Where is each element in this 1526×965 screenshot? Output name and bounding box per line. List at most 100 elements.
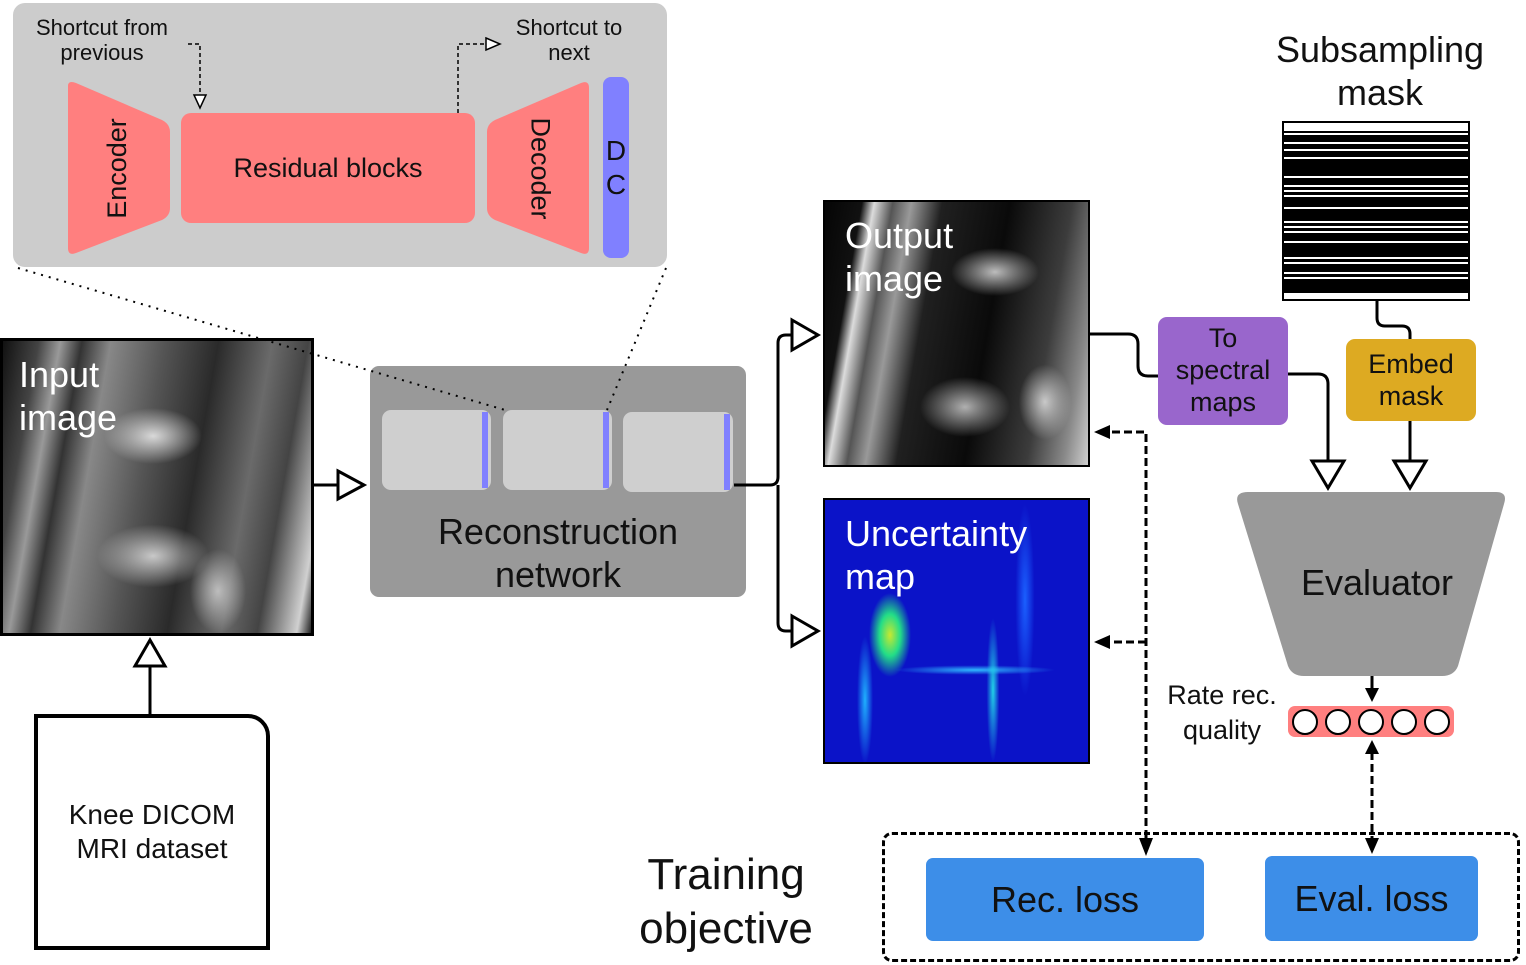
eval-loss-text: Eval. loss — [1294, 877, 1449, 919]
spectral-line3: maps — [1189, 386, 1257, 417]
residual-blocks-box: Residual blocks — [181, 113, 475, 223]
spectral-line2: spectral — [1175, 355, 1271, 386]
encoder-label: Encoder — [62, 80, 172, 256]
rating-scale — [1288, 706, 1454, 737]
rec-loss-text: Rec. loss — [990, 878, 1140, 920]
output-to-spectral-wire — [1088, 332, 1158, 378]
mask-sampled-line — [1284, 240, 1468, 243]
mask-sampled-line — [1284, 231, 1468, 233]
evaluator-label: Evaluator — [1234, 562, 1520, 603]
rating-circle-5[interactable] — [1423, 708, 1450, 735]
spectral-to-evaluator-wire — [1288, 372, 1330, 462]
mask-sampled-line — [1284, 226, 1468, 229]
mask-sampled-line — [1284, 262, 1468, 265]
decoder-label: Decoder — [485, 80, 595, 256]
recon-network-label: Reconstruction network — [370, 510, 746, 596]
output-image-label-line2: image — [845, 258, 944, 300]
input-image-label-line1: Input — [19, 354, 100, 395]
decoder-text: Decoder — [525, 116, 556, 220]
mask-sampled-line — [1284, 276, 1468, 279]
uncertainty-map-label: Uncertainty map — [845, 512, 1027, 598]
recon-network-line1: Reconstruction — [437, 511, 679, 552]
training-objective-label: Training objective — [610, 848, 842, 955]
dataset-line1: Knee DICOM — [68, 799, 236, 831]
mask-sampled-line — [1284, 142, 1468, 145]
subsampling-title-line1: Subsampling — [1275, 29, 1485, 70]
evaluator-text: Evaluator — [1300, 562, 1454, 603]
shortcut-from-previous-label: Shortcut from previous — [18, 15, 186, 65]
subsampling-mask-title: Subsampling mask — [1250, 28, 1510, 114]
input-to-recon-arrowhead-icon — [336, 468, 368, 502]
dataset-box: Knee DICOM MRI dataset — [34, 714, 270, 950]
mask-sampled-line — [1284, 156, 1468, 159]
recon-block-3 — [623, 412, 733, 492]
eval-loss-box: Eval. loss — [1265, 856, 1478, 941]
input-image-label: Input image — [19, 353, 117, 439]
rec-loss-box: Rec. loss — [926, 858, 1204, 941]
mask-sampled-line — [1284, 127, 1468, 130]
residual-blocks-text: Residual blocks — [233, 152, 423, 183]
recon-block-1 — [382, 410, 491, 490]
spectral-maps-box: To spectral maps — [1158, 317, 1288, 425]
spectral-line1: To — [1208, 323, 1238, 354]
output-image-label: Output image — [845, 214, 953, 300]
uncertainty-map: Uncertainty map — [823, 498, 1090, 764]
embed-mask-line2: mask — [1378, 381, 1444, 411]
rating-circle-4[interactable] — [1390, 708, 1417, 735]
output-image: Output image — [823, 200, 1090, 467]
input-image-label-line2: image — [19, 397, 118, 439]
data-consistency-bar: D C — [603, 77, 629, 258]
rate-quality-label: Rate rec. quality — [1158, 678, 1286, 748]
rec-loss-feedback-wire — [1108, 430, 1148, 838]
subsampling-title-line2: mask — [1336, 72, 1423, 114]
uncertainty-map-label-line1: Uncertainty — [845, 513, 1028, 554]
embed-to-evaluator-arrowhead-icon — [1391, 459, 1429, 491]
mask-sampled-line — [1284, 207, 1468, 209]
evaluator-to-rating-arrowhead-icon — [1365, 688, 1379, 702]
rate-quality-line2: quality — [1182, 715, 1262, 746]
mask-sampled-line — [1284, 175, 1468, 178]
embed-mask-box: Embed mask — [1346, 339, 1476, 421]
training-objective-line1: Training — [647, 850, 805, 899]
mask-sampled-line — [1284, 195, 1468, 197]
recon-network-line2: network — [494, 554, 622, 596]
training-objective-line2: objective — [639, 903, 813, 953]
embed-mask-line1: Embed — [1368, 348, 1454, 379]
recon-block-3-dc-bar — [724, 414, 730, 490]
encoder-text: Encoder — [101, 117, 132, 219]
input-image: Input image — [0, 338, 314, 636]
mask-sampled-line — [1284, 132, 1468, 135]
mask-sampled-line — [1284, 190, 1468, 193]
rating-up-arrowhead-icon — [1365, 740, 1379, 754]
dataset-line2: MRI dataset — [76, 833, 228, 864]
spectral-to-evaluator-arrowhead-icon — [1309, 459, 1347, 491]
dc-letter-c: C — [605, 168, 627, 200]
mask-sampled-line — [1284, 123, 1468, 131]
evaluator-shape — [1237, 492, 1505, 676]
mask-sampled-line — [1284, 185, 1468, 188]
dc-letter-d: D — [605, 134, 627, 166]
rec-loss-to-uncertainty-arrowhead-icon — [1094, 635, 1110, 649]
shortcut-to-next-text: Shortcut to next — [515, 15, 623, 65]
decoder-shape — [487, 82, 589, 254]
mask-sampled-line — [1284, 293, 1468, 300]
mask-sampled-line — [1284, 149, 1468, 152]
shortcut-to-next-label: Shortcut to next — [510, 15, 628, 65]
subsampling-mask-image — [1282, 121, 1470, 301]
recon-block-2-dc-bar — [603, 412, 609, 488]
rating-circle-3[interactable] — [1357, 708, 1384, 735]
rate-quality-line1: Rate rec. — [1167, 680, 1277, 710]
encoder-shape — [68, 82, 170, 254]
recon-block-2 — [503, 410, 612, 490]
recon-to-output-arrowhead-icon — [790, 317, 822, 353]
uncertainty-map-label-line2: map — [845, 556, 916, 598]
mask-to-embed-wire — [1375, 299, 1412, 339]
recon-block-1-dc-bar — [482, 412, 488, 488]
output-image-label-line1: Output — [845, 215, 954, 256]
shortcut-from-previous-text: Shortcut from previous — [35, 15, 169, 65]
mask-sampled-line — [1284, 271, 1468, 274]
rating-circle-1[interactable] — [1292, 708, 1319, 735]
recon-to-uncertainty-arrowhead-icon — [790, 613, 822, 649]
rating-circle-2[interactable] — [1325, 708, 1352, 735]
dataset-to-input-arrowhead-icon — [132, 636, 168, 668]
